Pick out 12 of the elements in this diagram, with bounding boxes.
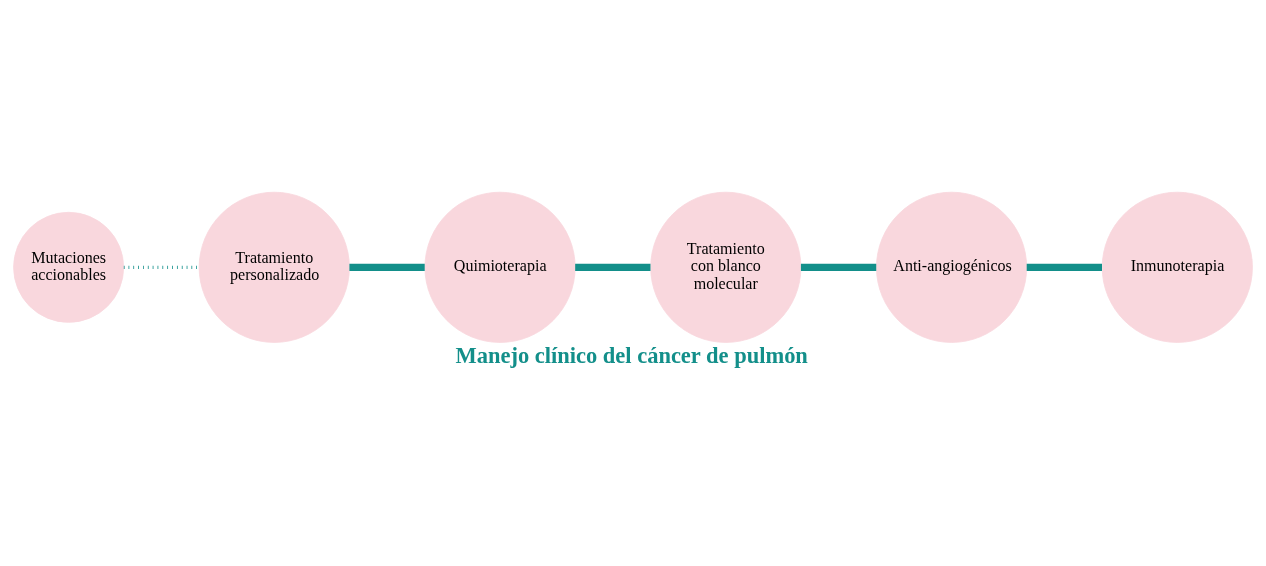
- connector: [349, 263, 425, 271]
- node-circle: Tratamiento con blanco molecular: [650, 191, 802, 343]
- node-circle: Tratamiento personalizado: [198, 191, 350, 343]
- connector: [800, 263, 877, 271]
- node-circle: Inmunoterapia: [1101, 191, 1253, 343]
- node-circle: Quimioterapia: [424, 191, 576, 343]
- diagram-title: Manejo clínico del cáncer de pulmón: [455, 342, 808, 368]
- connector: [123, 265, 199, 269]
- node-circle: Anti-angiogénicos: [876, 191, 1028, 343]
- connector: [1026, 263, 1102, 271]
- connector: [575, 263, 651, 271]
- node-circle: Mutaciones accionables: [13, 211, 125, 323]
